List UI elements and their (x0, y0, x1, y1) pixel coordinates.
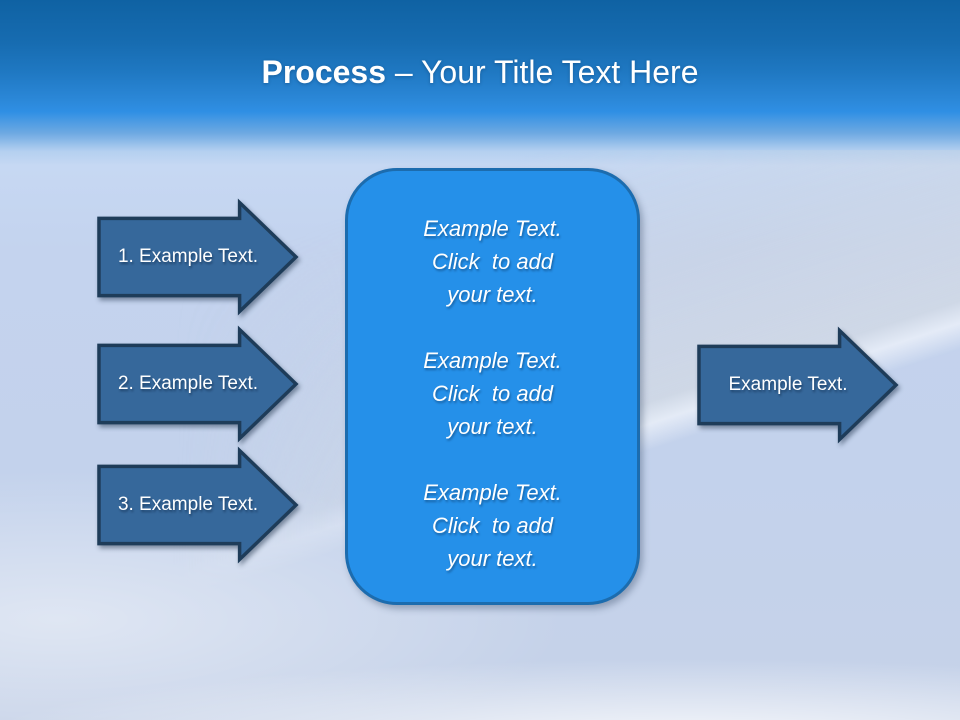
process-step-1-arrow[interactable]: 1. Example Text. (96, 198, 302, 316)
process-step-3-label: 3. Example Text. (117, 494, 259, 515)
placeholder-line: Example Text. (423, 348, 562, 373)
process-step-1-label: 1. Example Text. (117, 246, 259, 267)
slide-title-rest: – Your Title Text Here (386, 54, 699, 90)
right-arrow-icon (97, 446, 299, 564)
placeholder-line: your text. (447, 546, 538, 571)
placeholder-text-block-1[interactable]: Example Text. Click to add your text. (348, 212, 637, 311)
placeholder-line: Click to add (431, 513, 554, 538)
placeholder-text-block-2[interactable]: Example Text. Click to add your text. (348, 344, 637, 443)
placeholder-line: Example Text. (423, 216, 562, 241)
placeholder-line: Click to add (431, 249, 554, 274)
placeholder-text-block-3[interactable]: Example Text. Click to add your text. (348, 476, 637, 575)
right-arrow-icon (697, 326, 899, 444)
process-step-3-arrow[interactable]: 3. Example Text. (96, 446, 302, 564)
placeholder-line: Click to add (431, 381, 554, 406)
process-output-label: Example Text. (728, 374, 848, 395)
placeholder-line: Example Text. (423, 480, 562, 505)
process-step-2-label: 2. Example Text. (117, 373, 259, 394)
placeholder-line: your text. (447, 414, 538, 439)
slide-title: Process – Your Title Text Here (0, 52, 960, 92)
right-arrow-icon (97, 325, 299, 443)
process-step-2-arrow[interactable]: 2. Example Text. (96, 325, 302, 443)
slide-title-emphasis: Process (261, 54, 387, 90)
content-placeholder-box[interactable]: Example Text. Click to add your text. Ex… (345, 168, 640, 605)
process-output-arrow[interactable]: Example Text. (696, 326, 902, 444)
placeholder-line: your text. (447, 282, 538, 307)
right-arrow-icon (97, 198, 299, 316)
